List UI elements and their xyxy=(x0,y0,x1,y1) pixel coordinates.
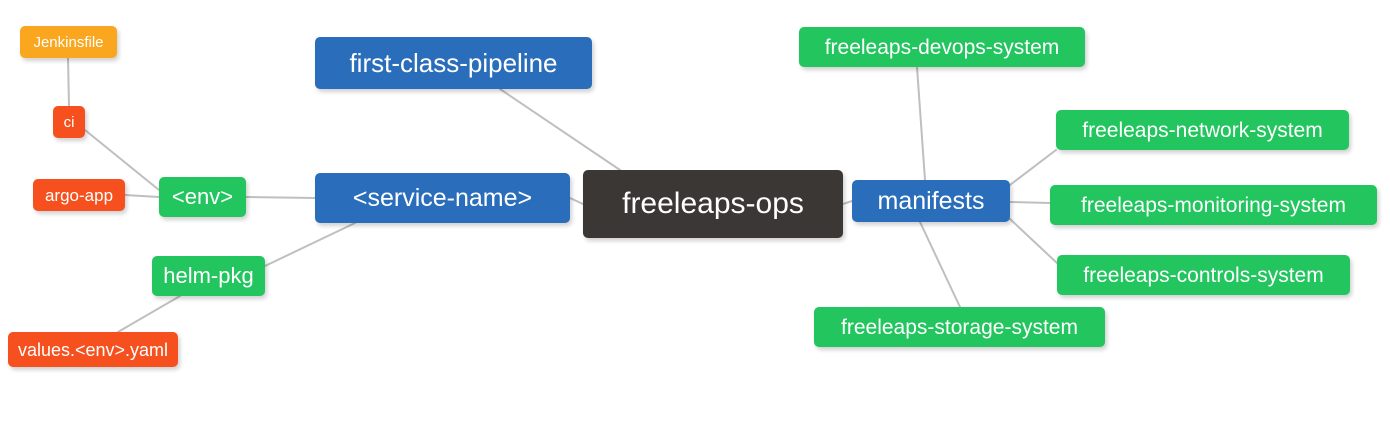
node-freeleaps-monitoring-system[interactable]: freeleaps-monitoring-system xyxy=(1050,185,1377,225)
node-freeleaps-ops[interactable]: freeleaps-ops xyxy=(583,170,843,238)
edge-manifests-devops xyxy=(916,66,926,181)
node-manifests[interactable]: manifests xyxy=(852,180,1010,222)
node-label-manifests: manifests xyxy=(877,186,985,215)
node-service-name[interactable]: <service-name> xyxy=(315,173,570,223)
node-label-freeleaps-ops: freeleaps-ops xyxy=(622,187,804,220)
node-label-freeleaps-storage-system: freeleaps-storage-system xyxy=(841,315,1078,339)
edge-ci-jenkinsfile xyxy=(67,57,70,107)
node-first-class-pipeline[interactable]: first-class-pipeline xyxy=(315,37,592,89)
node-ci[interactable]: ci xyxy=(53,106,85,138)
node-label-freeleaps-devops-system: freeleaps-devops-system xyxy=(824,35,1060,59)
node-helm-pkg[interactable]: helm-pkg xyxy=(152,256,265,296)
node-label-first-class-pipeline: first-class-pipeline xyxy=(349,48,558,78)
edge-manifests-network xyxy=(1009,149,1057,186)
node-label-ci: ci xyxy=(63,113,75,131)
node-label-freeleaps-network-system: freeleaps-network-system xyxy=(1082,118,1323,142)
edge-root-manifests xyxy=(842,200,853,205)
node-freeleaps-controls-system[interactable]: freeleaps-controls-system xyxy=(1057,255,1350,295)
node-values-env-yaml[interactable]: values.<env>.yaml xyxy=(8,332,178,367)
edge-root-first-class-pipeline xyxy=(499,88,621,171)
edge-service-name-helm-pkg xyxy=(264,222,356,267)
node-label-values-env-yaml: values.<env>.yaml xyxy=(17,339,169,360)
node-env[interactable]: <env> xyxy=(159,177,246,217)
node-label-service-name: <service-name> xyxy=(352,183,533,212)
node-label-jenkinsfile: Jenkinsfile xyxy=(33,33,104,51)
edge-root-service-name xyxy=(569,197,584,205)
edge-service-name-env xyxy=(245,196,316,199)
edge-env-argo-app xyxy=(124,194,160,198)
node-label-helm-pkg: helm-pkg xyxy=(163,263,254,288)
node-label-freeleaps-controls-system: freeleaps-controls-system xyxy=(1083,263,1324,287)
edge-manifests-controls xyxy=(1009,218,1058,264)
node-freeleaps-network-system[interactable]: freeleaps-network-system xyxy=(1056,110,1349,150)
node-label-freeleaps-monitoring-system: freeleaps-monitoring-system xyxy=(1081,193,1346,217)
node-label-argo-app: argo-app xyxy=(44,185,114,205)
edge-manifests-monitoring xyxy=(1009,201,1051,204)
node-label-env: <env> xyxy=(171,184,234,209)
edge-helm-pkg-values xyxy=(117,295,181,333)
node-jenkinsfile[interactable]: Jenkinsfile xyxy=(20,26,117,58)
edge-manifests-storage xyxy=(919,221,961,308)
node-argo-app[interactable]: argo-app xyxy=(33,179,125,211)
node-freeleaps-devops-system[interactable]: freeleaps-devops-system xyxy=(799,27,1085,67)
node-freeleaps-storage-system[interactable]: freeleaps-storage-system xyxy=(814,307,1105,347)
